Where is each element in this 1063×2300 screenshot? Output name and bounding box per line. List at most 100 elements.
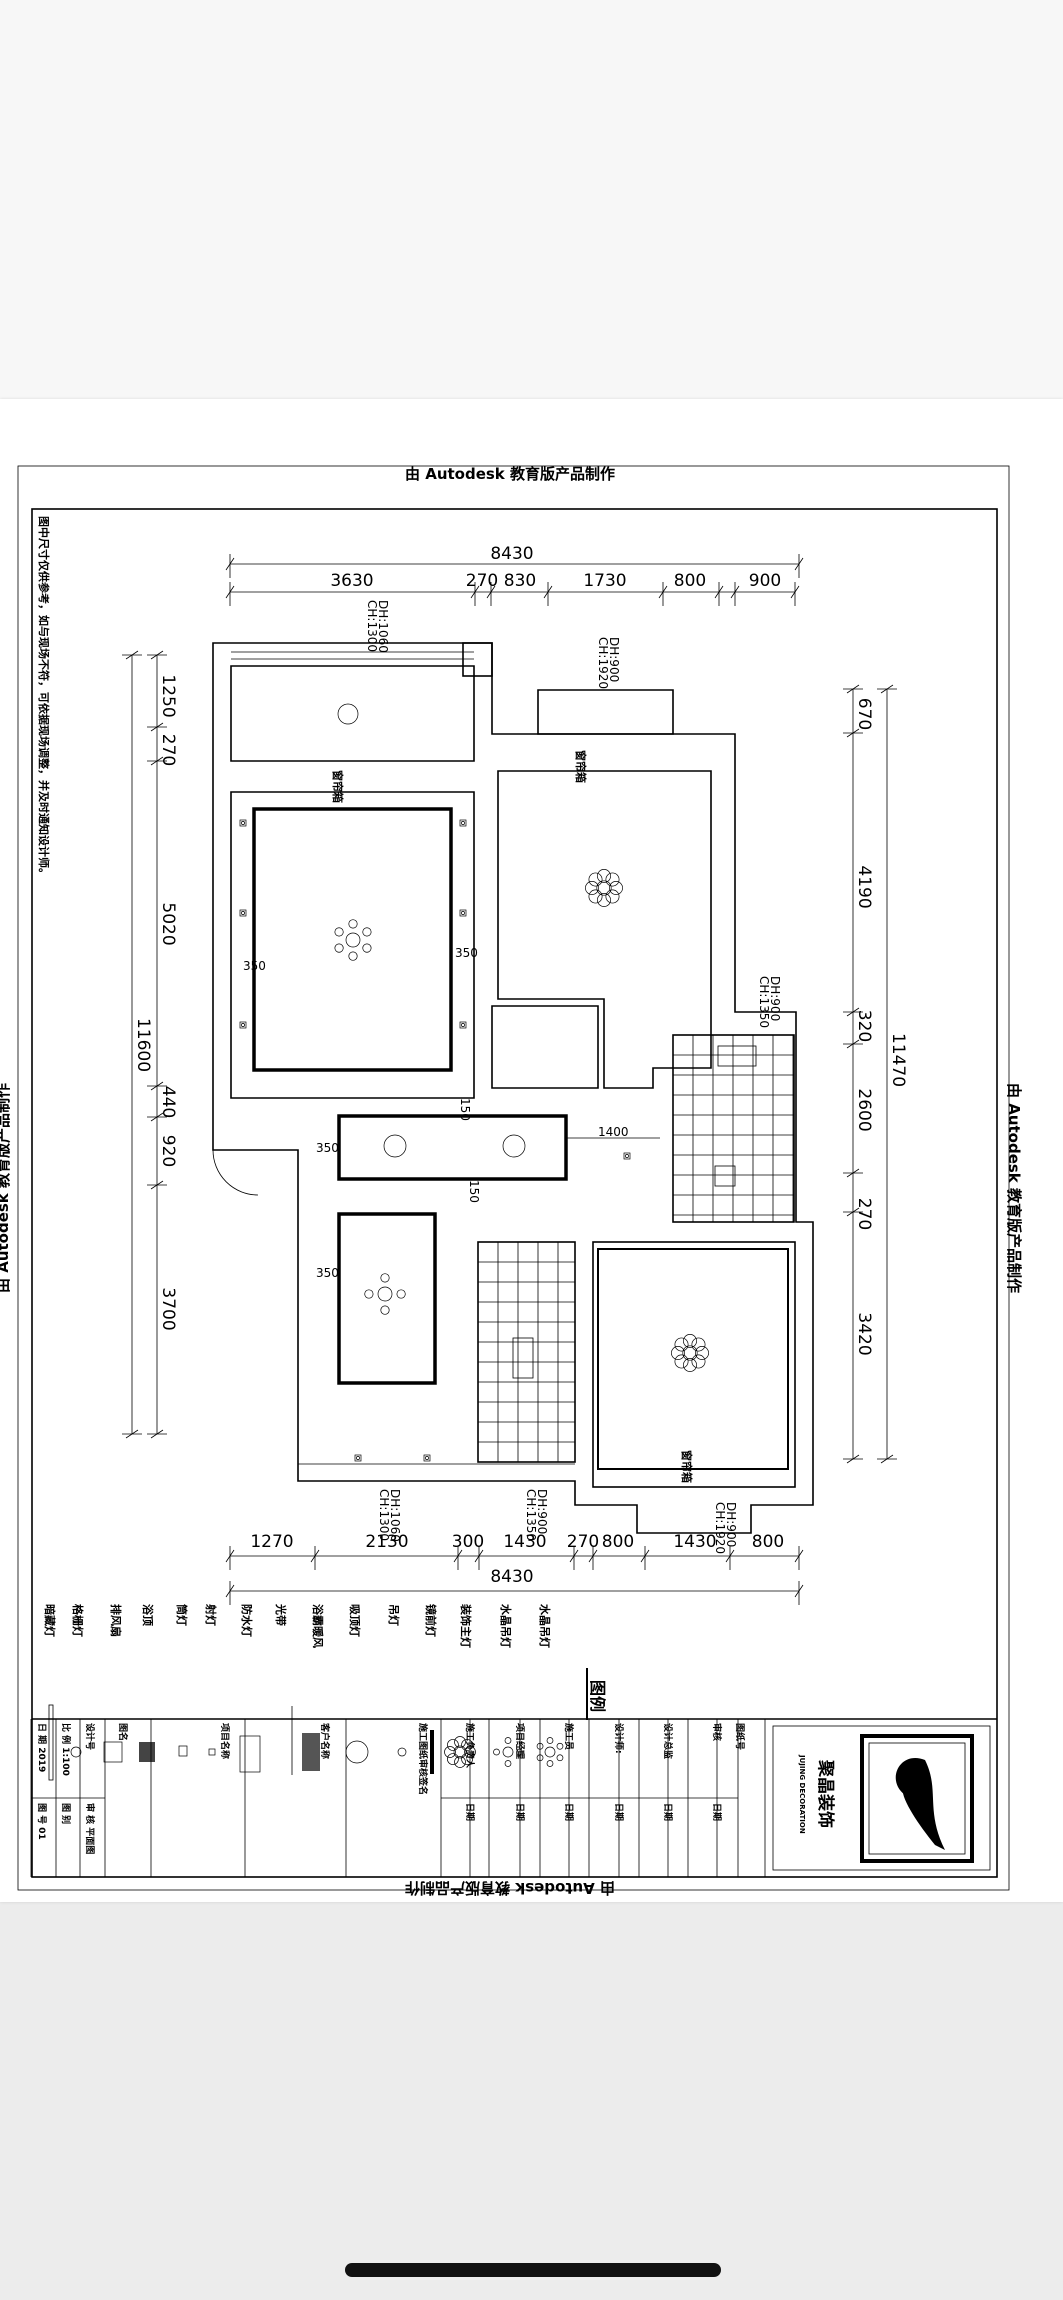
title-block-text: 施工员 [563, 1723, 575, 1750]
petal [585, 881, 599, 895]
bedroom-2-ceiling [597, 1248, 789, 1470]
petal [695, 1346, 709, 1360]
window-labels: DH:1060 CH:1300 DH:900 CH:1920 DH:900 CH… [365, 600, 782, 1554]
curtain-box-label: 窗帘箱 [680, 1450, 694, 1483]
home-indicator[interactable] [345, 2263, 721, 2277]
waterproof-light-icon [239, 1735, 261, 1773]
petal [683, 1334, 697, 1348]
kitchen-fixture [512, 1337, 534, 1379]
title-block-text: 日期 [464, 1803, 476, 1821]
curtain-box-label: 窗帘箱 [331, 770, 345, 803]
window-ch: CH:1920 [713, 1502, 727, 1554]
dim-label: 270 [567, 1532, 599, 1552]
dim-label: 3700 [158, 1287, 178, 1330]
grille-light-icon [70, 1746, 82, 1758]
crystal-chandelier-icon [493, 1737, 523, 1767]
dim-label: 830 [504, 571, 536, 591]
window-dh: DH:1060 [388, 1489, 402, 1542]
title-block-text: 客户名称 [319, 1722, 331, 1759]
crystal-chandelier-icon [536, 1737, 564, 1767]
legend-label: 格栅灯 [71, 1604, 85, 1637]
dim-label: 1250 [158, 674, 178, 717]
outer-frame [17, 465, 1010, 1891]
spotlight-icon [623, 1152, 631, 1160]
spot-box [239, 909, 247, 917]
window-dh: DH:900 [724, 1502, 738, 1547]
bath-heater-icon [302, 1733, 320, 1771]
bath-ceiling-icon [139, 1742, 155, 1762]
dim-label: 2600 [854, 1088, 874, 1131]
hub [544, 1746, 556, 1758]
legend-label: 镜前灯 [424, 1604, 438, 1637]
bulb [504, 1760, 512, 1767]
petal [609, 881, 623, 895]
bulb [546, 1760, 554, 1767]
drawing-note: 图中尺寸仅供参考，如与现场不符，可依据现场调整，并及时通知设计师。 [37, 516, 51, 879]
bulb [516, 1748, 523, 1756]
chandelier-icon [585, 869, 623, 907]
cove-light-icon [48, 1704, 54, 1781]
floor-plan [212, 642, 814, 1534]
bath-fan [717, 1045, 757, 1067]
bulb [334, 927, 344, 937]
pillar [462, 642, 493, 677]
spot-box [623, 1152, 631, 1160]
window-dh: DH:1060 [376, 600, 390, 653]
exhaust-fan-icon [103, 1741, 123, 1763]
crystal-chandelier-icon [364, 1273, 406, 1315]
title-block-text: 设计总监 [662, 1723, 674, 1759]
title-block-text: 项目经理 [514, 1723, 526, 1759]
spot-dot [461, 1023, 465, 1027]
dim-label: 300 [452, 1532, 484, 1552]
dim-label: 1430 [673, 1532, 716, 1552]
title-block-text: 图名 [117, 1723, 129, 1741]
dim-label: 800 [674, 571, 706, 591]
dim-top-total: 8430 [490, 544, 533, 564]
dim-right-total: 11470 [888, 1033, 908, 1087]
petal [605, 872, 620, 887]
spotlight-icon [459, 819, 467, 827]
petal [597, 893, 611, 907]
bulb [380, 1273, 390, 1283]
logo-inner-frame [868, 1742, 966, 1855]
window-dh: DH:900 [607, 637, 621, 682]
petal [444, 1746, 456, 1758]
legend-label: 射灯 [204, 1603, 218, 1626]
window-ch: CH:1920 [596, 637, 610, 689]
hub [502, 1746, 514, 1758]
dim-label: 670 [854, 698, 874, 730]
dim-label: 3630 [330, 571, 373, 591]
petal [447, 1753, 459, 1765]
left-dimensions: 11600 1250 270 5020 440 920 3700 [122, 650, 178, 1439]
bulb [348, 951, 358, 961]
dim-bottom-total: 8430 [490, 1567, 533, 1587]
spot-box [459, 1021, 467, 1029]
window-ch: CH:1350 [757, 976, 771, 1028]
exterior-wall [212, 642, 814, 1534]
dim-label: 350 [243, 959, 266, 973]
ceiling-light-icon [345, 1740, 369, 1764]
title-block-text: 日期 [613, 1803, 625, 1821]
title-block-text: 图 号 01 [36, 1803, 47, 1840]
hub [596, 880, 612, 896]
hub [453, 1745, 467, 1759]
bath-heater [714, 1165, 736, 1187]
petal [588, 872, 603, 887]
dim-label: 1730 [583, 571, 626, 591]
window-ch: CH:1300 [377, 1489, 391, 1541]
title-block-text: 项目名称 [219, 1723, 231, 1759]
dim-label: 920 [158, 1135, 178, 1167]
window-dh: DH:900 [535, 1489, 549, 1534]
legend-label: 暗藏灯 [43, 1604, 57, 1637]
petal [597, 869, 611, 883]
watermark-bottom: 由 Autodesk 教育版产品制作 [405, 1879, 615, 1897]
dim-label: 4190 [854, 865, 874, 908]
mirror-light-icon [430, 1730, 434, 1774]
spot-box [459, 819, 467, 827]
bulb [364, 1289, 374, 1299]
pendant-light-icon [397, 1747, 407, 1757]
spotlight-icon [423, 1454, 431, 1462]
petal [588, 889, 603, 904]
dim-label: 900 [749, 571, 781, 591]
